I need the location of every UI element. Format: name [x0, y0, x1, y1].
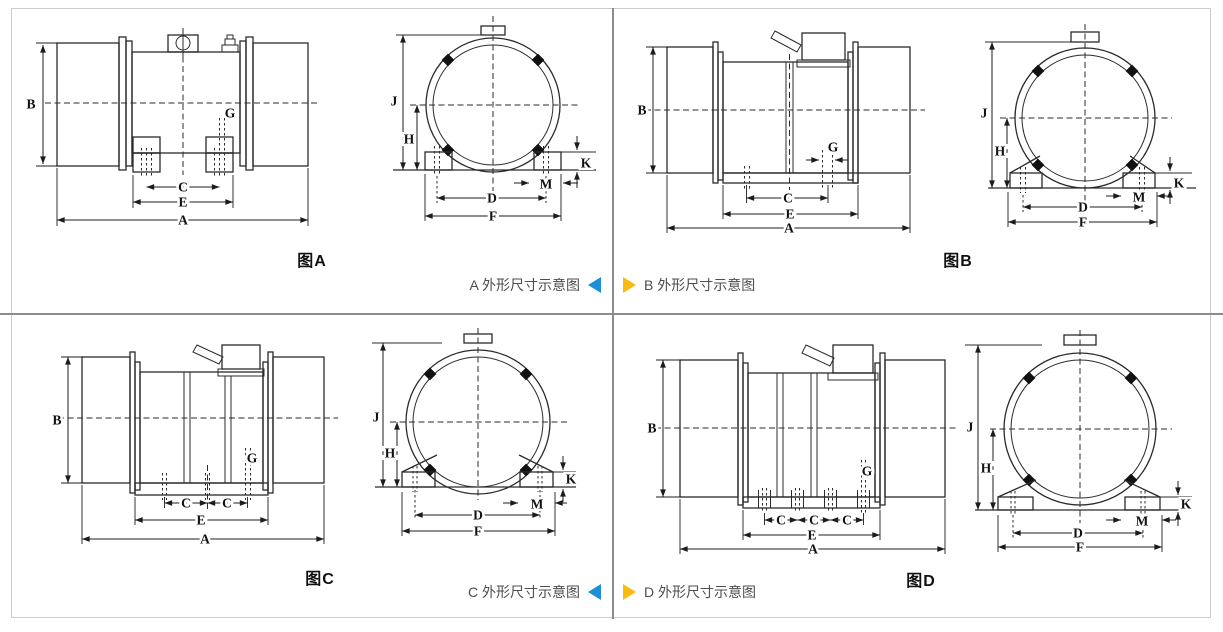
- figure-a-side-view: B G C E A: [24, 28, 318, 230]
- vertical-divider: [612, 8, 614, 619]
- figure-a-front-view: J H K M D F: [388, 16, 596, 226]
- dim-label-e: E: [785, 207, 794, 222]
- figure-label-b: 图B: [943, 253, 973, 270]
- dim-label-d: D: [1073, 526, 1083, 541]
- caption-row-top-right: B 外形尺寸示意图: [623, 275, 755, 295]
- dim-label-h: H: [385, 446, 396, 461]
- dim-label-g: G: [862, 464, 873, 479]
- dim-label-c: C: [809, 513, 819, 528]
- figure-c-front-view: J H K M D F: [370, 328, 579, 541]
- dim-label-a: A: [200, 532, 210, 547]
- dim-label-m: M: [531, 497, 544, 512]
- dim-label-m: M: [1133, 190, 1146, 205]
- dim-label-b: B: [637, 103, 646, 118]
- dim-label-c: C: [222, 496, 232, 511]
- dim-label-g: G: [828, 140, 839, 155]
- dim-label-a: A: [808, 542, 818, 557]
- caption-d-text: D 外形尺寸示意图: [644, 584, 756, 600]
- figure-d-front-view: J H K M D F: [964, 330, 1194, 557]
- dim-label-k: K: [581, 156, 592, 171]
- figure-label-c: 图C: [305, 571, 335, 588]
- left-arrow-icon: [588, 584, 601, 600]
- dim-label-d: D: [1078, 200, 1088, 215]
- dim-label-k: K: [1174, 176, 1185, 191]
- caption-row-bottom-right: D 外形尺寸示意图: [623, 582, 756, 602]
- dim-label-g: G: [225, 106, 236, 121]
- figure-label-d: 图D: [906, 573, 936, 590]
- dim-label-d: D: [487, 191, 497, 206]
- right-arrow-icon: [623, 584, 636, 600]
- dim-label-a: A: [178, 213, 188, 228]
- figure-b-front-view: J H K M D F: [978, 24, 1196, 232]
- dim-label-j: J: [373, 410, 380, 425]
- dim-label-d: D: [473, 508, 483, 523]
- dim-label-b: B: [26, 97, 35, 112]
- caption-c-text: C 外形尺寸示意图: [468, 584, 580, 600]
- dim-label-j: J: [391, 94, 398, 109]
- caption-row-top-left: A 外形尺寸示意图: [0, 275, 601, 295]
- dim-label-b: B: [647, 421, 656, 436]
- dim-label-h: H: [981, 461, 992, 476]
- dim-label-h: H: [995, 144, 1006, 159]
- figure-c-side-view: B G C C E A: [50, 344, 338, 549]
- dim-label-c: C: [181, 496, 191, 511]
- right-arrow-icon: [623, 277, 636, 293]
- dim-label-e: E: [178, 195, 187, 210]
- dim-label-c: C: [783, 191, 793, 206]
- dim-label-k: K: [1181, 497, 1192, 512]
- junction-box-icon: [770, 30, 851, 68]
- dim-label-c: C: [178, 180, 188, 195]
- dim-label-j: J: [967, 420, 974, 435]
- figure-b-side-view: B G C E A: [635, 30, 925, 238]
- dim-label-c: C: [842, 513, 852, 528]
- dim-label-f: F: [1076, 540, 1084, 555]
- dim-label-k: K: [566, 472, 577, 487]
- figure-d-side-view: B G C C C E A: [645, 344, 958, 559]
- dim-label-m: M: [540, 177, 553, 192]
- dim-label-f: F: [1079, 215, 1087, 230]
- caption-b-text: B 外形尺寸示意图: [644, 277, 756, 293]
- junction-box-icon: [801, 344, 879, 381]
- dim-label-e: E: [196, 513, 205, 528]
- dim-label-j: J: [981, 106, 988, 121]
- dim-label-e: E: [807, 528, 816, 543]
- cable-gland-icon: [221, 34, 239, 53]
- dim-label-f: F: [474, 524, 482, 539]
- dim-label-c: C: [776, 513, 786, 528]
- figure-label-a: 图A: [297, 253, 327, 270]
- dim-label-a: A: [784, 221, 794, 236]
- junction-box-icon: [192, 344, 265, 377]
- horizontal-divider: [0, 313, 1223, 315]
- caption-row-bottom-left: C 外形尺寸示意图: [0, 582, 601, 602]
- left-arrow-icon: [588, 277, 601, 293]
- dim-label-g: G: [247, 451, 258, 466]
- dim-label-b: B: [52, 413, 61, 428]
- dim-label-h: H: [404, 132, 415, 147]
- dim-label-f: F: [489, 209, 497, 224]
- caption-a-text: A 外形尺寸示意图: [469, 277, 580, 293]
- dim-label-m: M: [1136, 514, 1149, 529]
